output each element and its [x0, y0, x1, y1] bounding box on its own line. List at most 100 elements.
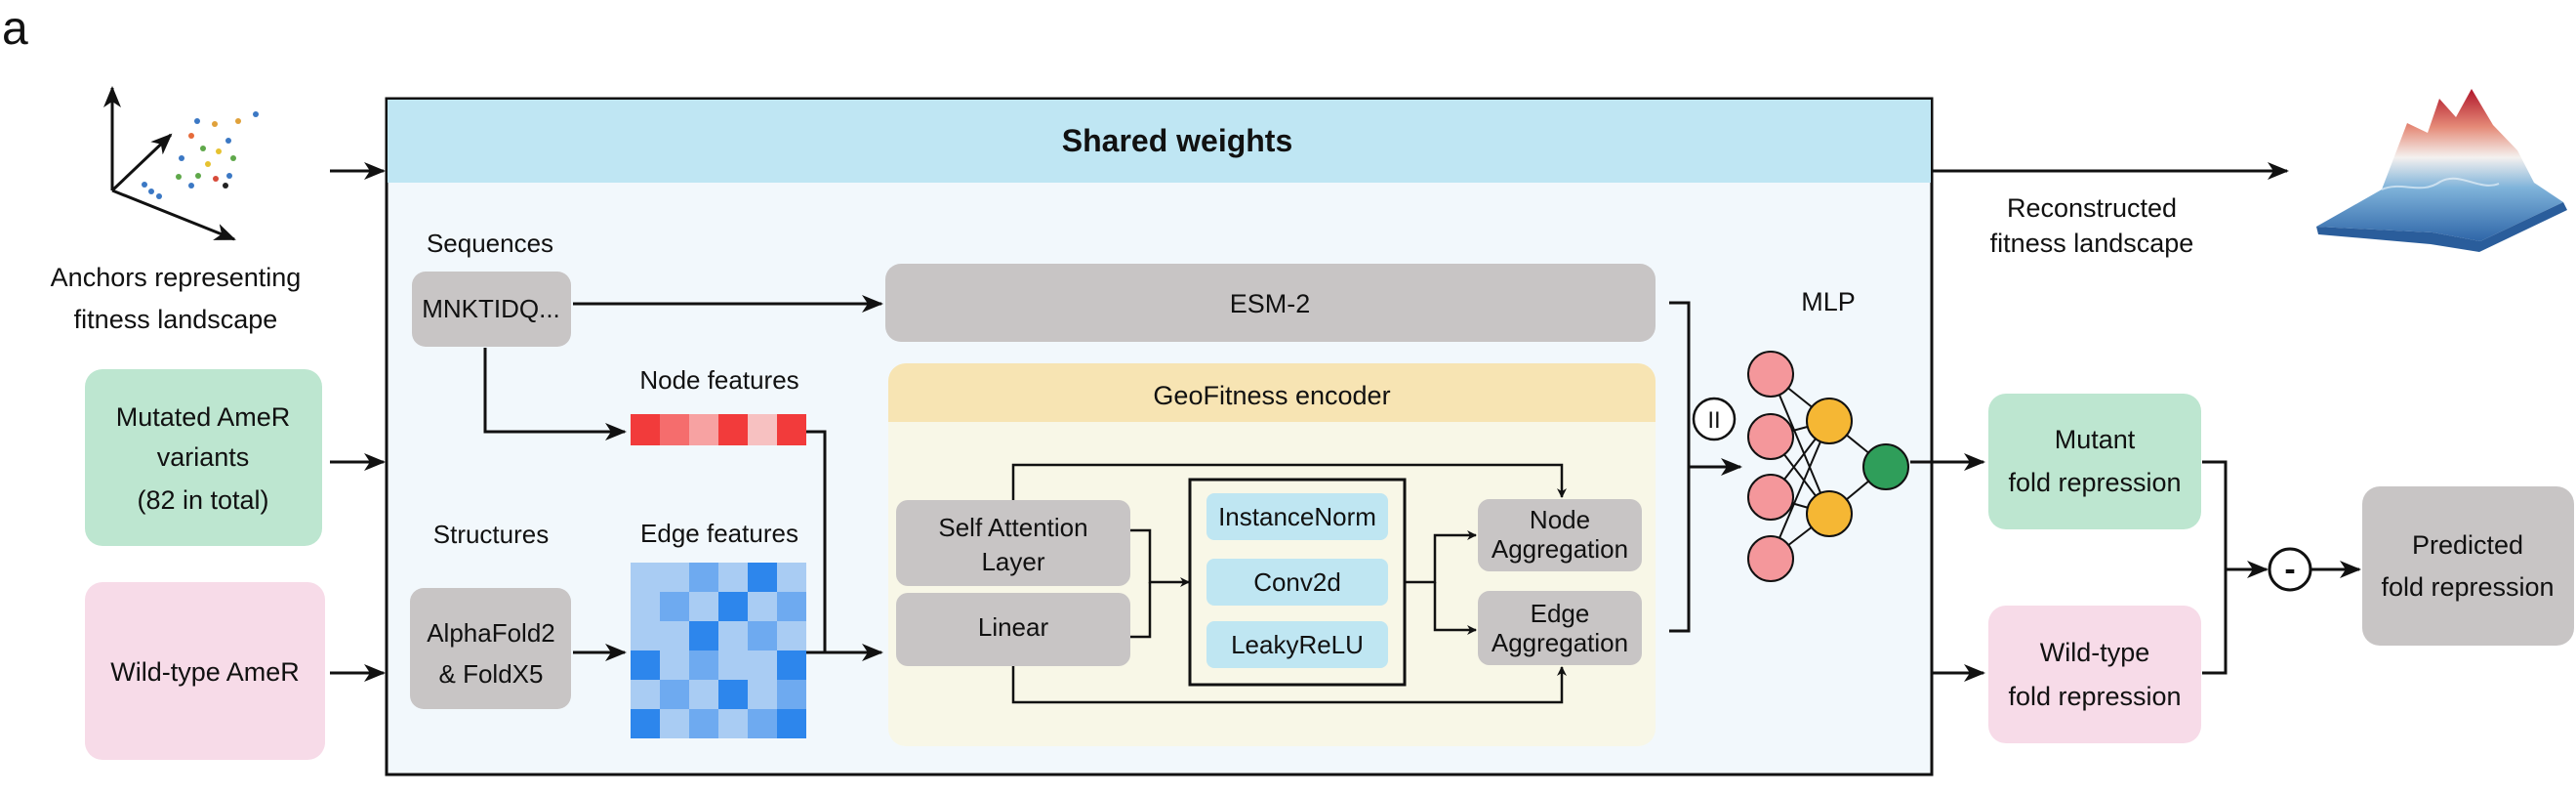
node-features-strip — [631, 414, 806, 445]
instance-norm-label: InstanceNorm — [1218, 502, 1376, 531]
edge-feature-cell — [718, 563, 748, 592]
edge-feature-cell — [660, 621, 689, 650]
edge-features-matrix — [631, 563, 806, 738]
skip-to-node-arrow — [1011, 463, 1567, 500]
edge-feature-cell — [777, 650, 806, 680]
edge-agg-line2: Aggregation — [1492, 628, 1628, 657]
linear-to-block-line — [1130, 582, 1152, 639]
panel-title: Shared weights — [1062, 123, 1293, 158]
edge-feature-cell — [748, 650, 777, 680]
predicted-fold-repression-box: Predicted fold repression — [2362, 486, 2574, 646]
anchors-label-line1: Anchors representing — [51, 263, 302, 292]
concat-label: II — [1707, 407, 1720, 434]
geofitness-title: GeoFitness encoder — [1153, 381, 1390, 410]
edge-feature-cell — [777, 592, 806, 621]
wildtype-out-line1: Wild-type — [2040, 638, 2150, 667]
landscape-label-line2: fitness landscape — [1990, 229, 2194, 258]
edge-feature-cell — [689, 680, 718, 709]
structure-tools-box: AlphaFold2 & FoldX5 — [410, 588, 571, 709]
block-to-edge-agg-arrow — [1433, 582, 1477, 635]
edge-feature-cell — [748, 563, 777, 592]
edge-agg-line1: Edge — [1531, 599, 1590, 628]
edge-feature-cell — [660, 563, 689, 592]
edge-feature-cell — [631, 592, 660, 621]
node-feature-cell — [777, 414, 806, 445]
node-feature-cell — [718, 414, 748, 445]
mlp-label: MLP — [1801, 287, 1856, 316]
self-attention-box — [896, 500, 1130, 586]
wildtype-label: Wild-type AmeR — [110, 657, 300, 687]
linear-box — [896, 593, 1130, 666]
edge-feature-cell — [748, 621, 777, 650]
sequence-box: MNKTIDQ... — [412, 272, 571, 347]
edge-feature-cell — [689, 563, 718, 592]
skip-to-edge-arrow — [1011, 666, 1567, 704]
linear-label: Linear — [978, 612, 1049, 642]
block-to-node-agg-arrow — [1406, 530, 1477, 584]
node-features-label: Node features — [639, 365, 798, 395]
edge-feature-cell — [689, 592, 718, 621]
mutated-line2: variants — [157, 442, 250, 472]
edge-feature-cell — [631, 563, 660, 592]
sequence-value: MNKTIDQ... — [422, 294, 560, 323]
node-feature-cell — [631, 414, 660, 445]
edge-feature-cell — [777, 680, 806, 709]
edge-feature-cell — [631, 650, 660, 680]
wildtype-fold-repression-box: Wild-type fold repression — [1988, 606, 2201, 743]
edge-feature-cell — [748, 709, 777, 738]
self-attention-line1: Self Attention — [938, 513, 1087, 542]
mutant-line2: fold repression — [2008, 468, 2181, 497]
structures-label: Structures — [433, 520, 550, 549]
geofitness-encoder: GeoFitness encoder Self Attention Layer … — [888, 363, 1656, 746]
esm2-label: ESM-2 — [1230, 289, 1311, 318]
mutated-line1: Mutated AmeR — [116, 402, 291, 432]
conv2d-box — [1206, 559, 1388, 606]
wildtype-amer-box: Wild-type AmeR — [85, 582, 325, 760]
instance-norm-box — [1206, 493, 1388, 540]
edge-feature-cell — [777, 563, 806, 592]
mutated-amer-box: Mutated AmeR variants (82 in total) — [85, 369, 322, 546]
mutated-line3: (82 in total) — [137, 485, 268, 515]
concat-symbol: II — [1692, 397, 1737, 441]
attention-to-block-arrow — [1130, 528, 1190, 587]
edge-feature-cell — [660, 592, 689, 621]
edge-feature-cell — [718, 650, 748, 680]
leaky-relu-label: LeakyReLU — [1231, 630, 1364, 659]
edge-feature-cell — [718, 621, 748, 650]
anchors-label-line2: fitness landscape — [74, 305, 278, 334]
esm2-box: ESM-2 — [885, 264, 1656, 342]
edge-feature-cell — [777, 709, 806, 738]
esm-to-mlp-arrow — [1669, 301, 1742, 476]
sequences-label: Sequences — [427, 229, 553, 258]
edge-feature-cell — [660, 680, 689, 709]
mlp-network-icon — [1747, 351, 1909, 582]
node-agg-line1: Node — [1530, 505, 1590, 534]
scatter-plot-icon — [103, 86, 259, 241]
difference-bracket — [2202, 460, 2228, 675]
mutant-fold-repression-box: Mutant fold repression — [1988, 394, 2201, 529]
edge-feature-cell — [748, 680, 777, 709]
edge-aggregation-box — [1478, 591, 1642, 665]
edge-feature-cell — [718, 592, 748, 621]
conv2d-label: Conv2d — [1253, 567, 1341, 597]
wildtype-out-line2: fold repression — [2008, 682, 2181, 711]
panel-letter: a — [2, 3, 28, 55]
node-feature-cell — [689, 414, 718, 445]
edge-feature-cell — [748, 592, 777, 621]
conv-block — [1188, 478, 1407, 687]
encoder-to-mlp-line — [1669, 467, 1691, 633]
node-agg-line2: Aggregation — [1492, 534, 1628, 564]
landscape-label-line1: Reconstructed — [2007, 193, 2177, 223]
edge-feature-cell — [631, 680, 660, 709]
predicted-line2: fold repression — [2381, 572, 2554, 602]
minus-label: - — [2284, 551, 2295, 588]
edge-feature-cell — [689, 709, 718, 738]
structure-tool-line1: AlphaFold2 — [427, 618, 555, 648]
edge-features-label: Edge features — [640, 519, 798, 548]
edge-feature-cell — [660, 709, 689, 738]
node-aggregation-box — [1478, 499, 1642, 571]
edge-feature-cell — [689, 650, 718, 680]
edge-feature-cell — [660, 650, 689, 680]
fitness-landscape-image — [2316, 89, 2567, 252]
